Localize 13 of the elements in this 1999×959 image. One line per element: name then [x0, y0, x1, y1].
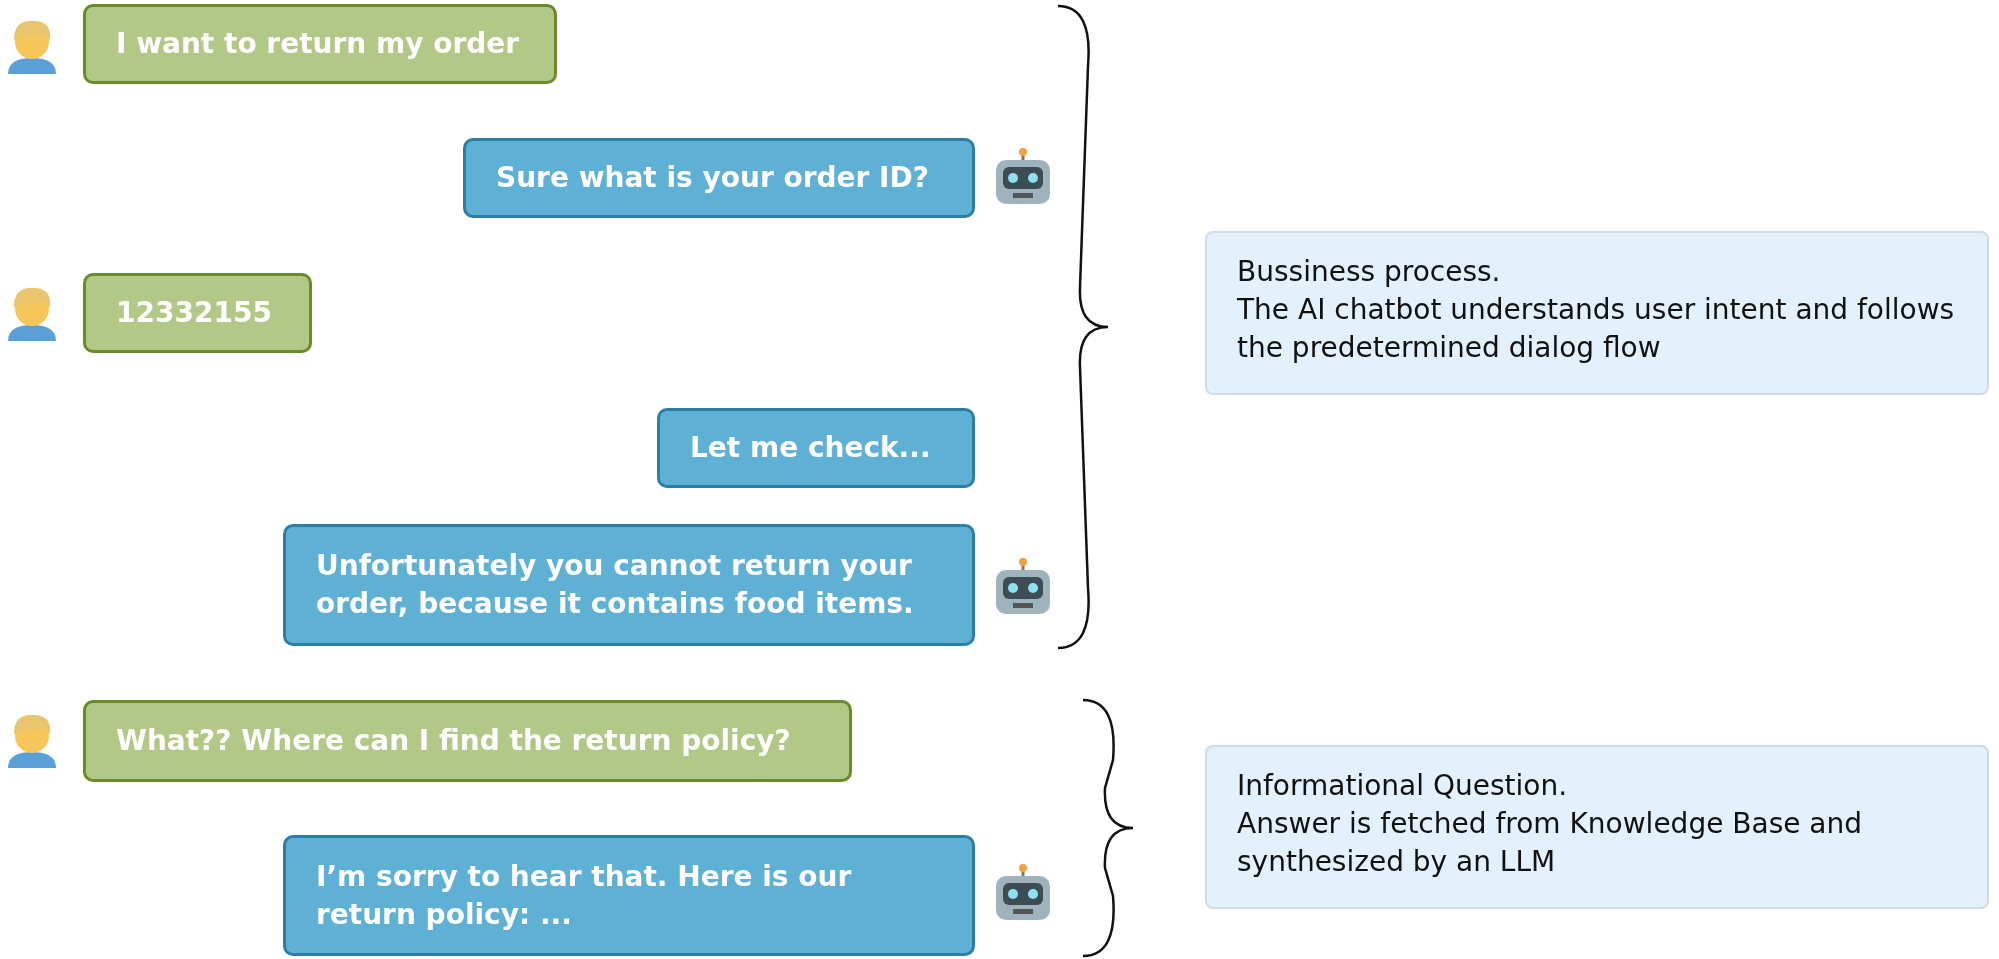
user-message-bubble: 12332155 — [83, 273, 312, 353]
note-text: Answer is fetched from Knowledge Base and synthesized by an LLM — [1237, 806, 1864, 880]
note-text: Informational Question. — [1237, 768, 1569, 804]
bot-message-bubble: Let me check... — [657, 408, 975, 488]
bot-message-bubble: Unfortunately you cannot return your order, because it contains food items. — [283, 524, 975, 646]
note-text: The AI chatbot understands user intent and follows the predetermined dialog flow — [1237, 292, 1956, 366]
user-message-bubble: I want to return my order — [83, 4, 557, 84]
note-text: Bussiness process. — [1237, 254, 1502, 290]
bot-message-bubble: I’m sorry to hear that. Here is our return policy: ... — [283, 835, 975, 956]
note-card — [1205, 231, 1989, 395]
bot-message-bubble: Sure what is your order ID? — [463, 138, 975, 218]
user-message-bubble: What?? Where can I find the return policy? — [83, 700, 852, 782]
note-card — [1205, 745, 1989, 909]
